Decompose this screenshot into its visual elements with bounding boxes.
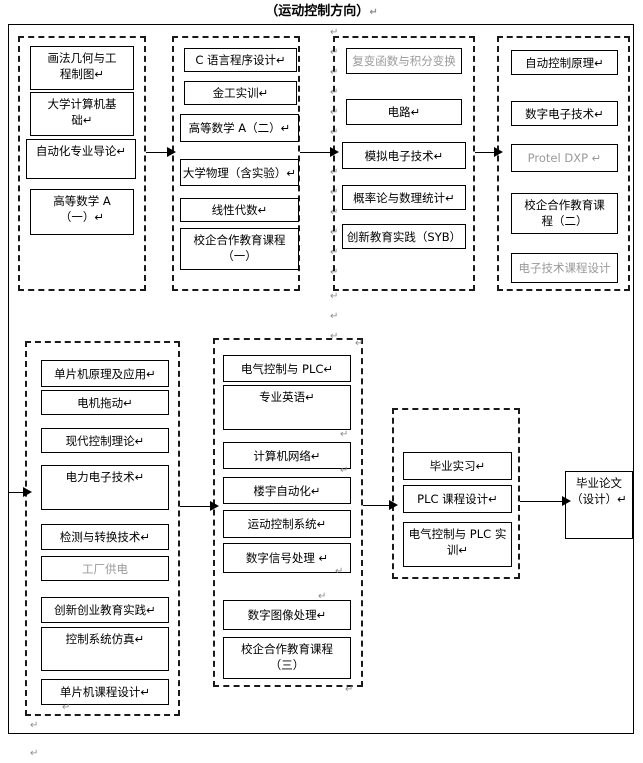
semester-3-group — [333, 36, 475, 291]
semester-6-group — [213, 338, 363, 687]
course-box[interactable]: 控制系统仿真↵ — [41, 627, 169, 671]
paragraph-mark-icon: ↵ — [330, 27, 339, 38]
arrow-s7-to-final-head-icon — [562, 496, 571, 506]
course-box[interactable]: 电子技术课程设计 — [511, 253, 618, 283]
semester-4-group — [497, 36, 630, 291]
course-box[interactable]: 电路↵ — [346, 99, 462, 125]
course-box[interactable]: 楼宇自动化↵ — [223, 477, 351, 504]
course-box[interactable]: 画法几何与工 程制图↵ — [30, 46, 134, 90]
paragraph-mark-icon: ↵ — [330, 331, 339, 342]
course-box[interactable]: 复变函数与积分变换 — [346, 48, 462, 74]
paragraph-mark-icon: ↵ — [330, 291, 339, 302]
paragraph-mark-icon: ↵ — [330, 127, 339, 138]
course-box[interactable]: 专业英语↵ — [223, 385, 351, 430]
course-box[interactable]: 金工实训↵ — [184, 81, 297, 105]
paragraph-mark-icon: ↵ — [330, 87, 339, 98]
course-box[interactable]: Protel DXP ↵ — [511, 144, 618, 172]
arrow-s2-to-s3-head-icon — [330, 147, 339, 157]
paragraph-mark-icon: ↵ — [62, 702, 71, 713]
course-box[interactable]: 现代控制理论↵ — [41, 428, 169, 453]
arrow-s2-to-s3 — [300, 152, 330, 153]
course-box[interactable]: 创新教育实践（SYB） — [342, 224, 466, 249]
page-title-text: （运动控制方向） — [265, 4, 370, 19]
course-box[interactable]: 检测与转换技术↵ — [41, 524, 169, 550]
arrow-s1-to-s2-head-icon — [167, 147, 176, 157]
page-border-frame — [8, 24, 634, 734]
course-box[interactable]: 高等数学 A （一）↵ — [30, 189, 134, 235]
course-box[interactable]: 毕业实习↵ — [403, 452, 512, 480]
course-box[interactable]: 电机拖动↵ — [41, 390, 169, 415]
course-box[interactable]: 电力电子技术↵ — [41, 465, 169, 510]
arrow-s6-to-s7-head-icon — [389, 500, 398, 510]
course-box[interactable]: PLC 课程设计↵ — [403, 485, 512, 513]
arrow-s5-to-s6-head-icon — [210, 501, 219, 511]
course-box[interactable]: 高等数学 A（二）↵ — [180, 114, 299, 142]
course-box[interactable]: 电气控制与 PLC 实 训↵ — [403, 522, 512, 567]
paragraph-mark-icon: ↵ — [330, 107, 339, 118]
arrow-into-s5-head-icon — [23, 487, 32, 497]
course-box[interactable]: 单片机课程设计↵ — [41, 679, 169, 705]
course-box[interactable]: 概率论与数理统计↵ — [342, 185, 466, 210]
paragraph-mark-icon: ↵ — [30, 720, 39, 731]
paragraph-mark-icon: ↵ — [330, 47, 339, 58]
course-box[interactable]: 校企合作教育课程 （一） — [180, 228, 299, 270]
course-box[interactable]: 计算机网络↵ — [223, 442, 351, 469]
paragraph-mark-icon: ↵ — [340, 429, 349, 440]
arrow-s3-to-s4 — [475, 152, 494, 153]
page-title: （运动控制方向）↵ — [0, 0, 643, 19]
arrow-s7-to-final — [520, 501, 562, 502]
arrow-s1-to-s2 — [146, 152, 167, 153]
title-pilcrow: ↵ — [369, 7, 378, 18]
paragraph-mark-icon: ↵ — [335, 566, 344, 577]
course-box[interactable]: 数字电子技术↵ — [511, 101, 618, 126]
course-box[interactable]: 大学物理（含实验）↵ — [180, 159, 299, 186]
arrow-s3-to-s4-head-icon — [494, 147, 503, 157]
paragraph-mark-icon: ↵ — [330, 167, 339, 178]
paragraph-mark-icon: ↵ — [330, 227, 339, 238]
semester-2-group — [172, 36, 300, 291]
course-box[interactable]: 毕业论文 （设计）↵ — [565, 471, 633, 539]
arrow-s5-to-s6 — [180, 506, 210, 507]
course-box[interactable]: 大学计算机基 础↵ — [30, 92, 134, 136]
paragraph-mark-icon: ↵ — [355, 338, 364, 349]
course-box[interactable]: 运动控制系统↵ — [223, 510, 351, 538]
semester-5-group — [25, 341, 180, 716]
course-box[interactable]: 模拟电子技术↵ — [342, 142, 466, 169]
arrow-into-s5 — [9, 492, 23, 493]
course-box[interactable]: 单片机原理及应用↵ — [41, 360, 169, 387]
semester-1-group — [18, 36, 146, 291]
course-box[interactable]: C 语言程序设计↵ — [184, 48, 297, 72]
paragraph-mark-icon: ↵ — [330, 207, 339, 218]
course-box[interactable]: 工厂供电 — [41, 556, 169, 581]
arrow-s6-to-s7 — [363, 505, 389, 506]
paragraph-mark-icon: ↵ — [340, 465, 349, 476]
course-box[interactable]: 自动化专业导论↵ — [26, 139, 136, 179]
course-box[interactable]: 电气控制与 PLC↵ — [223, 355, 351, 382]
paragraph-mark-icon: ↵ — [330, 311, 339, 322]
paragraph-mark-icon: ↵ — [318, 591, 327, 602]
paragraph-mark-icon: ↵ — [330, 267, 339, 278]
course-box[interactable]: 数字图像处理↵ — [223, 600, 351, 630]
course-box[interactable]: 线性代数↵ — [180, 198, 299, 222]
paragraph-mark-icon: ↵ — [30, 748, 39, 759]
semester-7-group — [392, 408, 520, 579]
course-box[interactable]: 校企合作教育课程 （三） — [223, 637, 351, 679]
course-box[interactable]: 数字信号处理 ↵ — [223, 543, 351, 573]
paragraph-mark-icon: ↵ — [330, 67, 339, 78]
paragraph-mark-icon: ↵ — [345, 684, 354, 695]
paragraph-mark-icon: ↵ — [330, 187, 339, 198]
course-box[interactable]: 创新创业教育实践↵ — [41, 597, 169, 623]
course-box[interactable]: 自动控制原理↵ — [511, 50, 618, 75]
course-box[interactable]: 校企合作教育课 程（二） — [511, 193, 618, 234]
paragraph-mark-icon: ↵ — [330, 247, 339, 258]
